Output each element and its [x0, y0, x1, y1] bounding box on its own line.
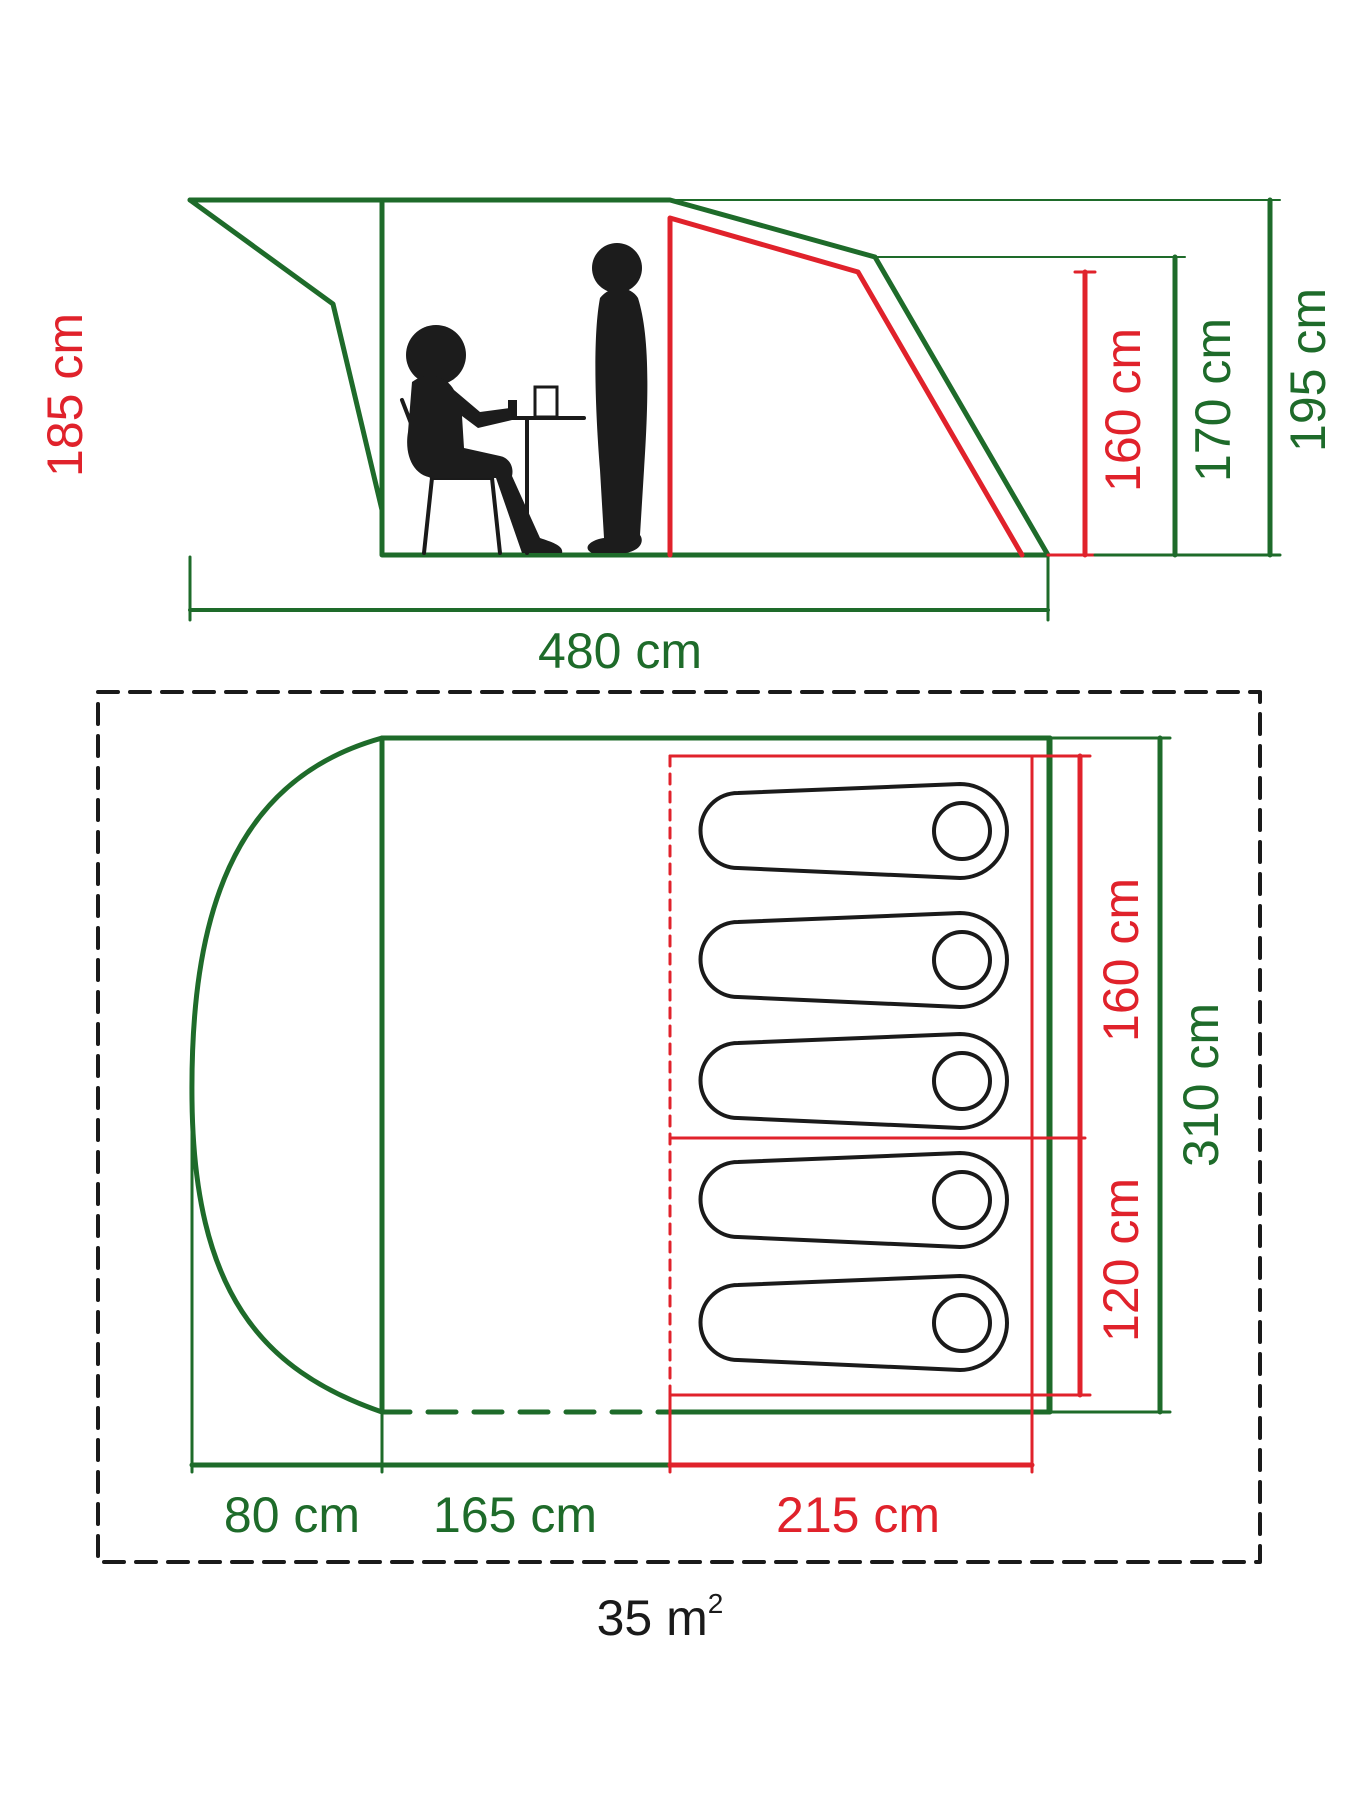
length-215-label: 215 cm: [776, 1487, 940, 1543]
sleeping-bag-3: [698, 1032, 1009, 1130]
sleeping-bag-1: [698, 782, 1009, 880]
sleeping-bag-2: [698, 911, 1009, 1009]
side-view: [187, 197, 1282, 622]
area-value: 35 m: [597, 1590, 708, 1646]
porch-curve: [189, 735, 385, 1415]
length-80-label: 80 cm: [224, 1487, 360, 1543]
sleeping-bag-5: [698, 1274, 1009, 1372]
area-superscript: 2: [708, 1588, 724, 1619]
bedroom-160-label: 160 cm: [1093, 878, 1149, 1042]
seated-person-icon: [400, 325, 586, 555]
width-310-label: 310 cm: [1173, 1003, 1229, 1167]
area-label: 35 m2: [597, 1588, 724, 1646]
sleeping-bag-4: [698, 1151, 1009, 1249]
side-canopy-slope: [187, 197, 385, 513]
footprint-dashed-boundary: [96, 690, 1262, 1564]
bedroom-120-label: 120 cm: [1093, 1178, 1149, 1342]
height-170-label: 170 cm: [1185, 318, 1241, 482]
standing-person-icon: [587, 243, 648, 553]
side-bedroom-inner: [667, 215, 1025, 558]
length-165-label: 165 cm: [433, 1487, 597, 1543]
floor-plan: [96, 690, 1262, 1564]
height-195-label: 195 cm: [1280, 288, 1336, 452]
sleeping-bags: [698, 782, 1009, 1372]
side-tent-outline: [379, 197, 1051, 558]
length-480-label: 480 cm: [538, 623, 702, 679]
height-160-label: 160 cm: [1095, 328, 1151, 492]
height-185-label: 185 cm: [37, 313, 93, 477]
